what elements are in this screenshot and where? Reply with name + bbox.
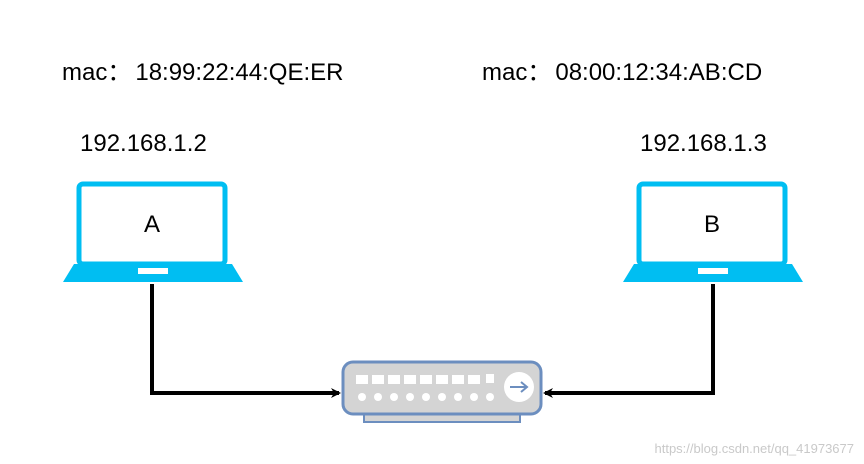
connector-b-to-switch (543, 284, 715, 398)
host-a-mac-address: 18:99:22:44:QE:ER (135, 59, 344, 86)
host-a-mac-label: mac：18:99:22:44:QE:ER (62, 52, 343, 87)
host-b-ip-label: 192.168.1.3 (640, 130, 767, 157)
connector-a-to-switch (150, 284, 341, 398)
watermark: https://blog.csdn.net/qq_41973677 (654, 441, 855, 456)
network-switch-icon (341, 360, 543, 423)
host-b-mac-label: mac：08:00:12:34:AB:CD (482, 52, 762, 87)
laptop-a-icon (63, 181, 243, 282)
host-b-name: B (704, 211, 721, 238)
host-a-mac-prefix: mac： (62, 59, 132, 86)
host-b-mac-prefix: mac： (482, 59, 552, 86)
arrow-right-icon (504, 372, 534, 402)
laptop-b-icon (623, 181, 803, 282)
host-a-ip-label: 192.168.1.2 (80, 130, 207, 157)
host-a-name: A (144, 211, 161, 238)
host-b-mac-address: 08:00:12:34:AB:CD (555, 59, 763, 86)
